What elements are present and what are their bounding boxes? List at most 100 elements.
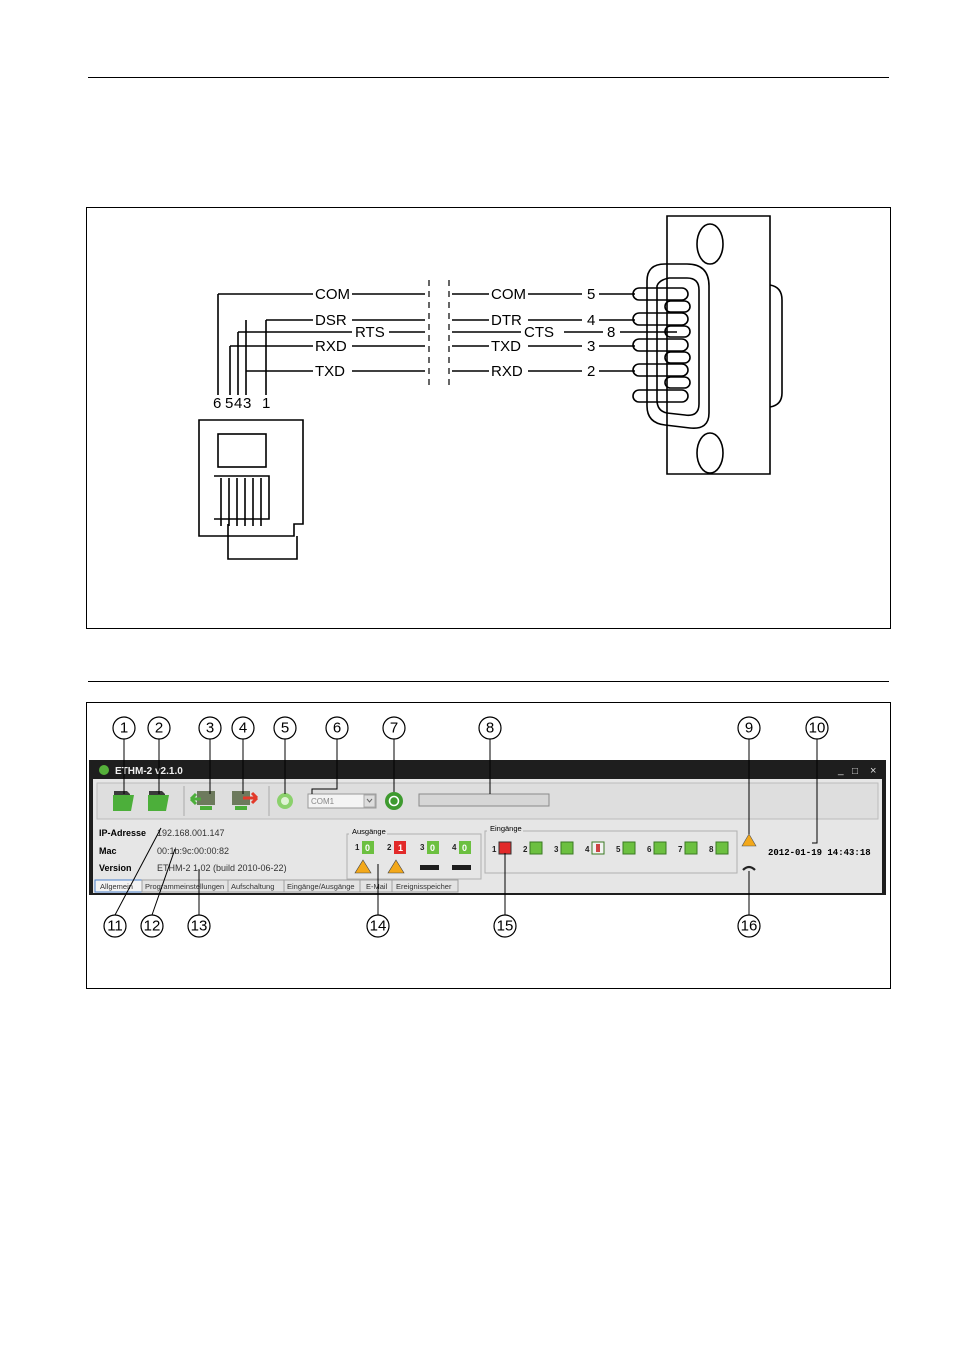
read-data-icon[interactable] <box>189 791 215 810</box>
output-3-switch-icon[interactable] <box>420 865 439 870</box>
svg-text:5: 5 <box>281 720 289 737</box>
output-3-toggle[interactable] <box>427 841 439 854</box>
rj-pin-4: 4 <box>234 395 242 412</box>
left-signal-txd: TXD <box>315 363 345 380</box>
svg-text:12: 12 <box>144 918 161 935</box>
ip-label: IP-Adresse <box>99 828 146 838</box>
svg-text:13: 13 <box>191 918 208 935</box>
phone-icon <box>742 865 756 871</box>
window-title: ETHM-2 v2.1.0 <box>115 766 183 777</box>
svg-text:1: 1 <box>120 720 128 737</box>
left-signal-rxd: RXD <box>315 338 347 355</box>
inputs-group <box>484 830 738 874</box>
tab-label-ereignisspeicher: Ereignisspeicher <box>396 882 452 891</box>
callout-4: 4 <box>231 716 255 740</box>
svg-text:7: 7 <box>390 720 398 737</box>
minimize-button[interactable]: _ <box>837 765 844 776</box>
input-5-num: 5 <box>616 845 621 854</box>
trouble-warning-icon[interactable] <box>741 833 757 847</box>
db9-connector-icon <box>632 215 783 475</box>
outputs-label: Ausgänge <box>352 827 386 836</box>
ip-value: 192.168.001.147 <box>157 828 225 838</box>
refresh-icon[interactable] <box>385 792 403 810</box>
output-4-state: 0 <box>462 843 467 853</box>
close-button[interactable]: × <box>870 765 876 777</box>
progress-bar <box>418 793 550 807</box>
mac-value: 00:1b:9c:00:00:82 <box>157 846 229 856</box>
right-signal-dtr: DTR <box>491 312 522 329</box>
callout-1: 1 <box>112 716 136 740</box>
svg-text:4: 4 <box>239 720 247 737</box>
datetime-value: 2012-01-19 14:43:18 <box>768 848 871 858</box>
version-value: ETHM-2 1.02 (build 2010-06-22) <box>157 863 287 873</box>
input-8-indicator <box>715 841 729 855</box>
left-signal-com: COM <box>315 286 350 303</box>
output-2-state: 1 <box>398 843 403 853</box>
chevron-down-icon[interactable] <box>363 794 376 808</box>
input-3-indicator <box>560 841 574 855</box>
svg-text:3: 3 <box>206 720 214 737</box>
input-6-indicator <box>653 841 667 855</box>
callout-13: 13 <box>187 914 211 938</box>
output-2-warning-icon <box>387 859 405 874</box>
wiring-diagram: COM DSR RTS RXD TXD COM DTR CTS TXD RXD … <box>198 215 783 560</box>
com-port-value: COM1 <box>311 797 335 806</box>
db9-pin-4: 4 <box>587 312 595 329</box>
callout-7: 7 <box>382 716 406 740</box>
output-1-toggle[interactable] <box>362 841 374 854</box>
input-7-num: 7 <box>678 845 683 854</box>
callout-16: 16 <box>737 914 761 938</box>
tab-ereignisspeicher[interactable] <box>391 879 459 893</box>
svg-text:14: 14 <box>370 918 387 935</box>
write-data-icon[interactable] <box>232 791 259 810</box>
com-port-select[interactable] <box>307 793 377 809</box>
output-1-state: 0 <box>365 843 370 853</box>
callout-6: 6 <box>325 716 349 740</box>
db9-pin-2: 2 <box>587 363 595 380</box>
callout-14: 14 <box>366 914 390 938</box>
callout-5: 5 <box>273 716 297 740</box>
left-signal-rts: RTS <box>355 324 385 341</box>
svg-text:16: 16 <box>741 918 758 935</box>
connect-icon[interactable] <box>277 793 293 809</box>
maximize-button[interactable]: □ <box>852 766 858 777</box>
db9-pin-5: 5 <box>587 286 595 303</box>
mac-label: Mac <box>99 846 117 856</box>
app-screenshot-frame: ETHM-2 v2.1.0 _ □ × COM1 IP-Adresse Mac … <box>86 702 891 989</box>
output-1-num: 1 <box>355 843 360 852</box>
input-1-num: 1 <box>492 845 497 854</box>
left-signal-dsr: DSR <box>315 312 347 329</box>
svg-text:9: 9 <box>745 720 753 737</box>
svg-text:6: 6 <box>333 720 341 737</box>
inputs-label: Eingänge <box>490 824 522 833</box>
tab-label-aufschaltung: Aufschaltung <box>231 882 274 891</box>
input-7-indicator <box>684 841 698 855</box>
input-6-num: 6 <box>647 845 652 854</box>
app-logo-icon <box>99 765 109 775</box>
callout-11: 11 <box>103 914 127 938</box>
output-4-switch-icon[interactable] <box>452 865 471 870</box>
callout-2: 2 <box>147 716 171 740</box>
svg-text:8: 8 <box>486 720 494 737</box>
callout-15: 15 <box>493 914 517 938</box>
input-1-indicator <box>498 841 512 855</box>
input-3-num: 3 <box>554 845 559 854</box>
svg-text:15: 15 <box>497 918 514 935</box>
rj-pin-3: 3 <box>243 395 251 412</box>
open-file-icon[interactable] <box>113 791 134 811</box>
output-3-state: 0 <box>430 843 435 853</box>
db9-pin-3: 3 <box>587 338 595 355</box>
rj-pin-1: 1 <box>262 395 270 412</box>
section-rule <box>88 681 889 682</box>
right-signal-txd: TXD <box>491 338 521 355</box>
callout-8: 8 <box>478 716 502 740</box>
svg-text:10: 10 <box>809 720 826 737</box>
output-2-toggle[interactable] <box>394 841 406 854</box>
output-4-toggle[interactable] <box>459 841 471 854</box>
tab-label-eingaenge-ausgaenge: Eingänge/Ausgänge <box>287 882 355 891</box>
output-3-num: 3 <box>420 843 425 852</box>
app-screenshot: ETHM-2 v2.1.0 _ □ × COM1 IP-Adresse Mac … <box>89 716 886 938</box>
save-file-icon[interactable] <box>148 791 169 811</box>
callout-12: 12 <box>140 914 164 938</box>
db9-pin-8: 8 <box>607 324 615 341</box>
